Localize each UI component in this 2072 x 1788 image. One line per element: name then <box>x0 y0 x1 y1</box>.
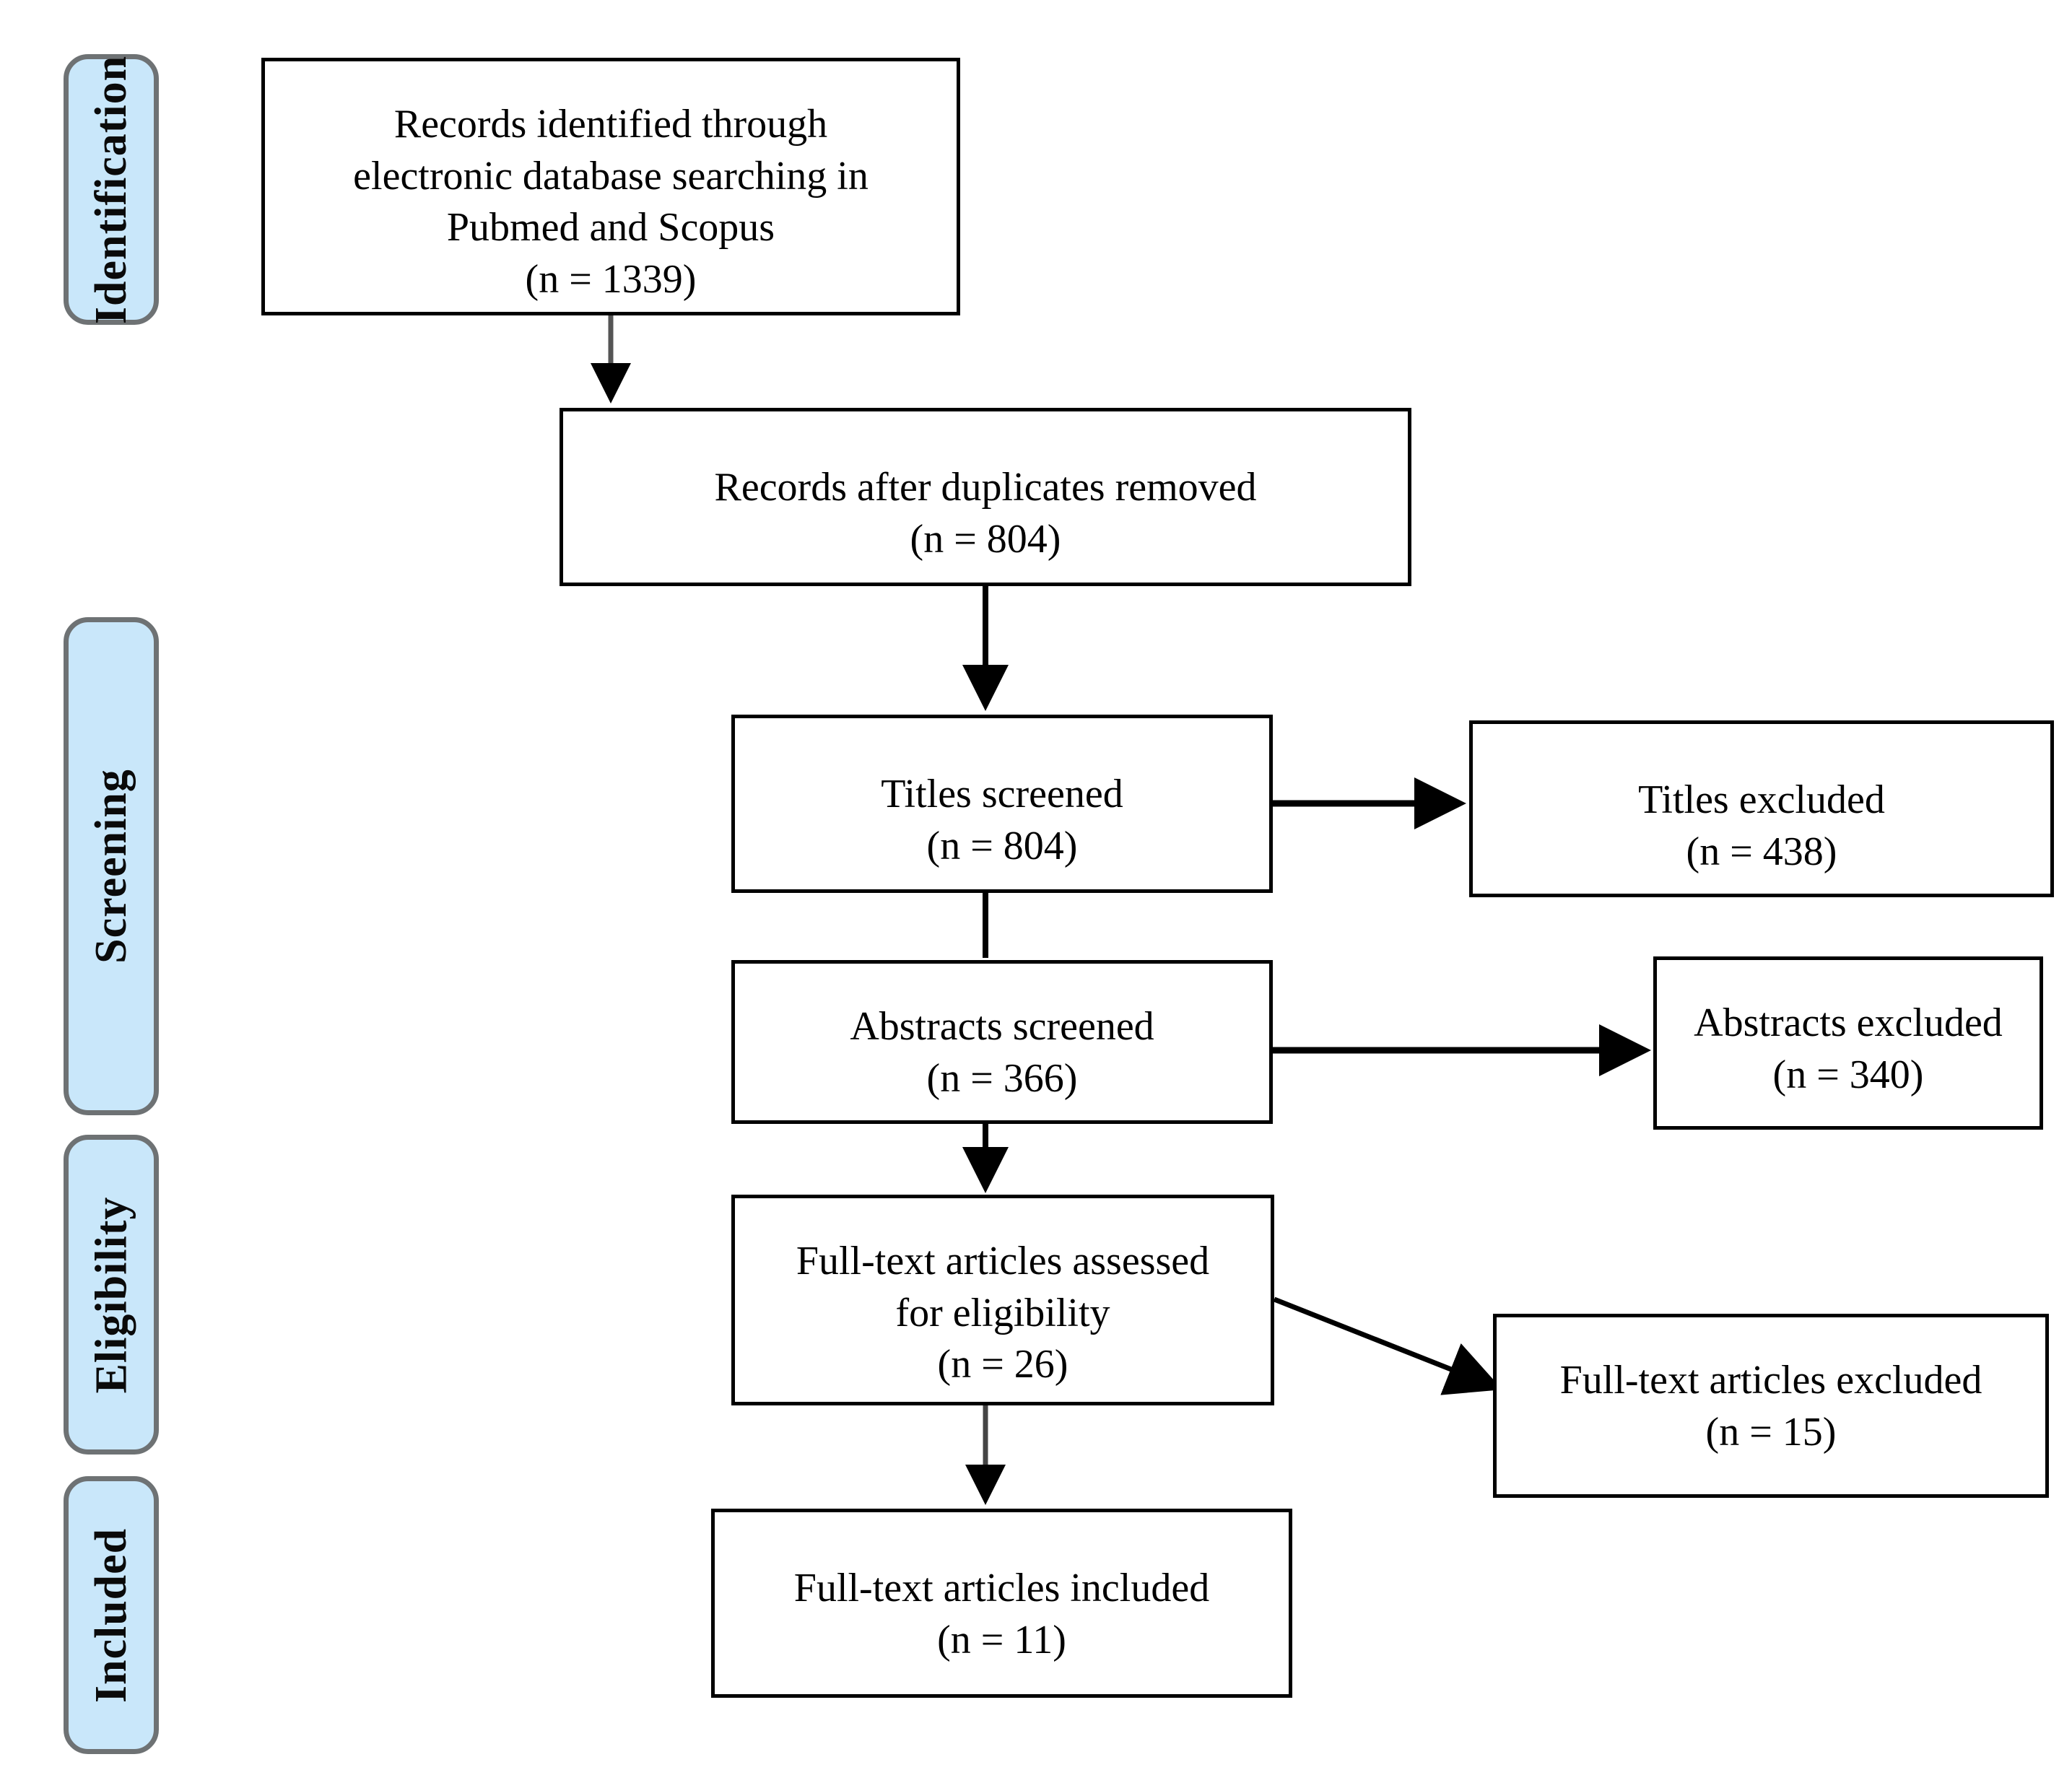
box-abstracts-excluded: Abstracts excluded (n = 340) <box>1653 956 2043 1130</box>
box-titles-excluded: Titles excluded (n = 438) <box>1469 720 2054 897</box>
stage-label-screening: Screening <box>87 769 136 964</box>
box-fulltext-assessed: Full-text articles assessed for eligibil… <box>731 1195 1274 1405</box>
stage-pill-included: Included <box>64 1476 159 1754</box>
box-records-after-duplicates: Records after duplicates removed (n = 80… <box>560 408 1411 586</box>
box-fulltext-excluded-label: Full-text articles excluded (n = 15) <box>1559 1358 1982 1455</box>
box-titles-screened: Titles screened (n = 804) <box>731 715 1273 893</box>
stage-pill-identification: Identification <box>64 54 159 325</box>
box-abstracts-screened-label: Abstracts screened (n = 366) <box>850 1004 1154 1101</box>
box-fulltext-assessed-label: Full-text articles assessed for eligibil… <box>796 1239 1210 1387</box>
stage-label-identification: Identification <box>87 55 136 324</box>
box-titles-excluded-label: Titles excluded (n = 438) <box>1638 777 1885 874</box>
box-fulltext-included: Full-text articles included (n = 11) <box>711 1509 1292 1698</box>
box-abstracts-screened: Abstracts screened (n = 366) <box>731 960 1273 1124</box>
stage-pill-eligibility: Eligibility <box>64 1135 159 1455</box>
arrow-fulltext-to-fulltext-excluded <box>1273 1296 1503 1395</box>
box-titles-screened-label: Titles screened (n = 804) <box>881 772 1123 868</box>
box-records-after-duplicates-label: Records after duplicates removed (n = 80… <box>714 465 1257 562</box>
box-fulltext-excluded: Full-text articles excluded (n = 15) <box>1493 1314 2049 1498</box>
box-abstracts-excluded-label: Abstracts excluded (n = 340) <box>1694 1000 2003 1097</box>
stage-pill-screening: Screening <box>64 617 159 1115</box>
stage-label-included: Included <box>87 1527 136 1703</box>
box-records-identified: Records identified through electronic da… <box>261 58 960 315</box>
stage-label-eligibility: Eligibility <box>87 1196 136 1393</box>
box-records-identified-label: Records identified through electronic da… <box>353 102 869 302</box>
box-fulltext-included-label: Full-text articles included (n = 11) <box>793 1566 1210 1662</box>
